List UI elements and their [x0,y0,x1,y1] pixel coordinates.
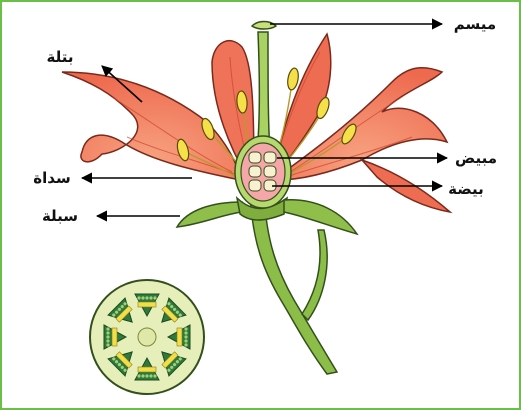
label-sepal: سبلة [42,207,78,225]
stem-branch [302,230,327,320]
label-petal: بتلة [47,48,74,66]
sepal-right [284,200,357,234]
ovule [264,166,276,177]
stigma [252,22,276,30]
ovule [249,180,261,191]
ovule [249,166,261,177]
ovary [241,143,285,201]
anther [286,67,300,90]
style [257,32,270,152]
cross-section [90,280,204,394]
label-ovule: بيضة [448,180,484,198]
sepal-left [177,202,242,227]
label-stigma: ميسم [454,15,496,33]
label-ovary: مبيض [455,149,497,167]
ovule [249,152,261,163]
ovule [264,152,276,163]
label-stamen: سداة [33,169,70,187]
